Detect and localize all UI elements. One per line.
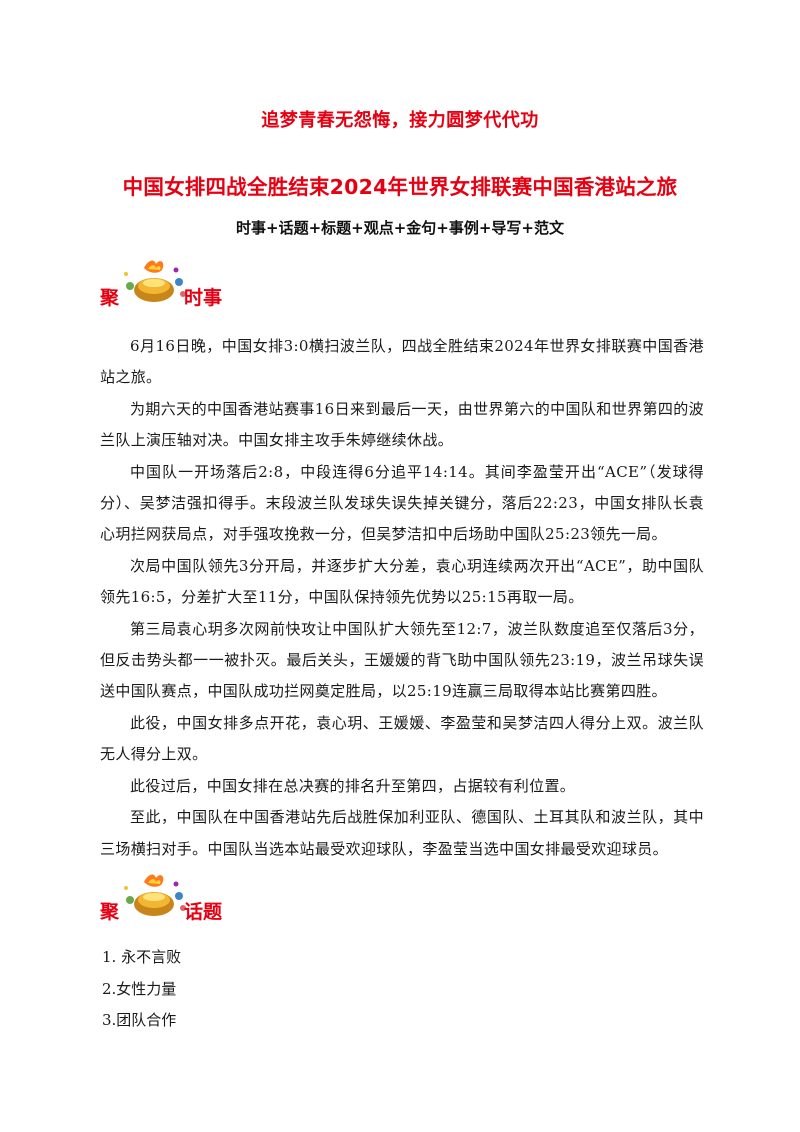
news-paragraph: 为期六天的中国香港站赛事16日来到最后一天，由世界第六的中国队和世界第四的波兰队… <box>100 399 704 450</box>
slogan: 追梦青春无怨悔，接力圆梦代代功 <box>261 110 539 131</box>
list-item: 3.团队合作 <box>102 1011 177 1029</box>
news-paragraph: 6月16日晚，中国女排3:0横扫波兰队，四战全胜结束2024年世界女排联赛中国香… <box>100 337 704 387</box>
news-paragraph: 次局中国队领先3分开局，并逐步扩大分差，袁心玥连续两次开出“ACE”，助中国队领… <box>100 556 704 607</box>
page-subtitle: 时事+话题+标题+观点+金句+事例+导写+范文 <box>236 219 564 237</box>
news-paragraph: 此役过后，中国女排在总决赛的排名升至第四，占据较有利位置。 <box>130 776 576 795</box>
golden-pot-icon <box>124 260 186 302</box>
list-item: 2.女性力量 <box>102 979 177 998</box>
page-title: 中国女排四战全胜结束2024年世界女排联赛中国香港站之旅 <box>122 175 678 199</box>
news-paragraph: 第三局袁心玥多次网前快攻让中国队扩大领先至12:7，波兰队数度追至仅落后3分，但… <box>100 619 704 701</box>
section-prefix: 聚 <box>100 287 120 309</box>
section-header-news: 聚 时事 <box>100 256 300 316</box>
news-paragraph: 此役，中国女排多点开花，袁心玥、王媛媛、李盈莹和吴梦洁四人得分上双。波兰队无人得… <box>100 713 704 764</box>
news-body: 6月16日晚，中国女排3:0横扫波兰队，四战全胜结束2024年世界女排联赛中国香… <box>100 331 704 865</box>
section-heading-news: 时事 <box>184 287 223 309</box>
section-prefix: 聚 <box>100 901 120 923</box>
golden-pot-icon <box>124 874 186 916</box>
news-paragraph: 至此，中国队在中国香港站先后战胜保加利亚队、德国队、土耳其队和波兰队，其中三场横… <box>100 808 704 858</box>
list-item: 1. 永不言败 <box>102 948 182 966</box>
news-paragraph: 中国队一开场落后2:8，中段连得6分追平14:14。其间李盈莹开出“ACE”（发… <box>100 462 704 544</box>
section-header-topics: 聚 话题 <box>100 870 300 930</box>
section-heading-topics: 话题 <box>184 901 223 923</box>
topic-list: 1. 永不言败 2.女性力量 3.团队合作 <box>100 942 700 1037</box>
